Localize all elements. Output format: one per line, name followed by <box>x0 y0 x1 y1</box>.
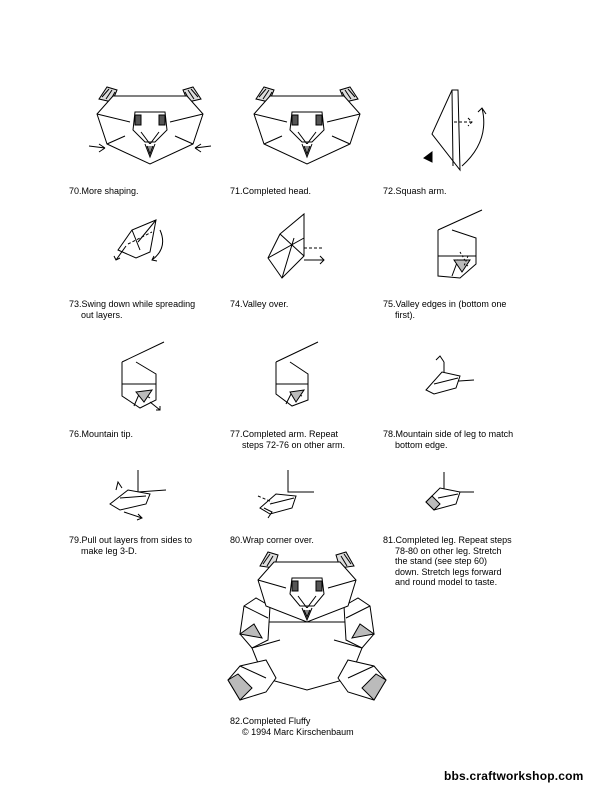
step-82-completed-fluffy-diagram <box>222 548 392 708</box>
step-82-caption: 82.Completed Fluffy© 1994 Marc Kirschenb… <box>230 716 354 737</box>
step-72-arm-diagram <box>420 86 500 171</box>
step-78-leg-diagram <box>420 354 480 404</box>
head <box>258 562 356 622</box>
left-arm <box>240 598 270 648</box>
step-71-head-diagram <box>242 82 372 167</box>
step-81-leg-diagram <box>420 470 480 518</box>
step-77-arm-diagram <box>270 340 326 414</box>
step-80-leg-diagram <box>252 468 322 524</box>
step-71-caption: 71.Completed head. <box>230 186 312 196</box>
step-76-arm-diagram <box>116 340 172 414</box>
site-watermark: bbs.craftworkshop.com <box>444 769 584 783</box>
right-leg <box>338 660 386 700</box>
step-80-caption: 80.Wrap corner over. <box>230 535 314 545</box>
step-74-arm-diagram <box>260 208 330 280</box>
left-leg <box>228 660 276 700</box>
step-74-caption: 74.Valley over. <box>230 299 289 309</box>
step-79-leg-diagram <box>106 468 176 524</box>
step-75-arm-diagram <box>432 208 492 282</box>
step-70-caption: 70.More shaping. <box>69 186 139 196</box>
step-73-arm-diagram <box>110 210 170 270</box>
body <box>252 622 362 690</box>
step-72-caption: 72.Squash arm. <box>383 186 447 196</box>
right-arm <box>344 598 374 648</box>
step-76-caption: 76.Mountain tip. <box>69 429 134 439</box>
step-70-head-diagram <box>85 82 215 167</box>
